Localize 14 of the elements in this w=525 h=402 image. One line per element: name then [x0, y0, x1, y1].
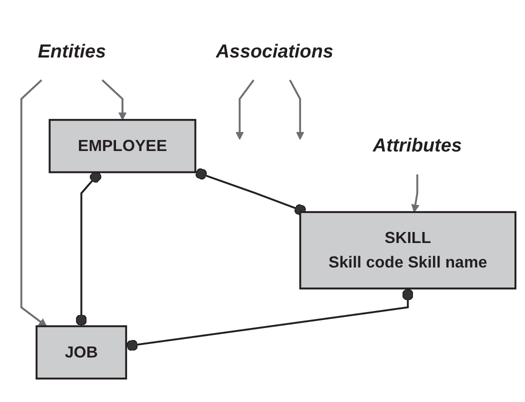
leader-arrow — [289, 80, 304, 140]
connector — [195, 168, 306, 216]
leader-arrow — [236, 79, 254, 140]
connector — [126, 288, 414, 352]
node-text: Entities — [38, 41, 106, 62]
node-box: SKILL Skill code Skill name — [299, 211, 516, 290]
arrow — [411, 174, 420, 212]
node-text: Associations — [216, 41, 334, 62]
connector — [76, 171, 102, 326]
node-text: Attributes — [372, 136, 462, 156]
node-box: EMPLOYEE — [48, 118, 196, 174]
arrow — [102, 79, 127, 120]
arrow — [20, 79, 47, 327]
node-box: JOB — [36, 325, 128, 380]
